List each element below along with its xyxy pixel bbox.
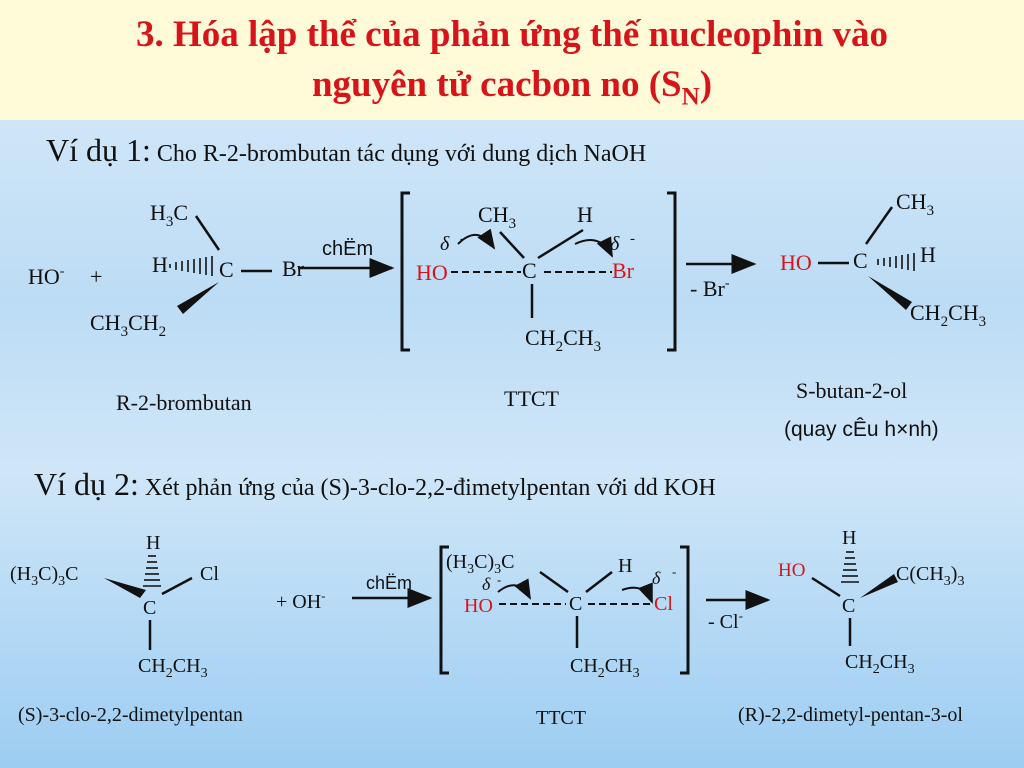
ex1-ts-br: Br — [612, 258, 635, 283]
ex1-h3c: H3C — [150, 200, 188, 230]
ex2-ts-carbon: C — [569, 593, 582, 615]
ex2-ts-minus-left: - — [497, 572, 501, 587]
ex1-prod-name: S-butan-2-ol — [796, 378, 907, 403]
ex2-prod-ethyl: CH2CH3 — [845, 651, 915, 677]
ex2-prod-name: (R)-2,2-dimetyl-pentan-3-ol — [738, 704, 963, 726]
ex2-arrow-label: chËm — [366, 573, 412, 593]
ex2-ts-name: TTCT — [536, 707, 586, 729]
ex1-prod-ch3: CH3 — [896, 189, 934, 219]
page-title-line2: nguyên tử cacbon no (SN) — [311, 64, 713, 111]
ex1-ts-ch3: CH3 — [478, 202, 516, 232]
ex1-prod-carbon: C — [853, 248, 868, 273]
ex1-carbon: C — [219, 257, 234, 282]
ex2-h: H — [146, 532, 160, 554]
ex2-product-arrow: - Cl- — [706, 590, 771, 633]
ex1-prod-note: (quay cÊu h×nh) — [784, 418, 939, 441]
ex1-ts-minus-right: - — [630, 231, 635, 247]
ex1-prod-h: H — [920, 242, 936, 267]
example2-label: Ví dụ 2: — [34, 466, 139, 502]
ex2-slow-arrow: chËm — [352, 573, 433, 608]
ex2-ts-ho: HO — [464, 595, 493, 617]
ex1-ethyl: CH3CH2 — [90, 310, 166, 340]
ex1-ts-delta-left: δ — [440, 233, 450, 255]
example2-text: Xét phản ứng của (S)-3-clo-2,2-đimetylpe… — [144, 475, 716, 501]
ex2-prod-hashed-bond — [841, 551, 859, 583]
ex2-ts-h: H — [618, 555, 632, 577]
ex1-plus: + — [90, 264, 102, 289]
ex2-ts-minus-right: - — [672, 564, 676, 579]
ex2-prod-ho: HO — [778, 560, 805, 581]
ex2-ts-top: (H3C)3C — [446, 551, 514, 577]
title-banner — [0, 0, 1024, 120]
ex2-left-group: (H3C)3C — [10, 563, 78, 589]
ex2-wedge-bond — [104, 578, 146, 598]
ex2-prod-wedge-bond — [860, 574, 898, 598]
ex2-prod-h: H — [842, 527, 856, 549]
example1-label: Ví dụ 1: — [46, 132, 151, 168]
ex2-leaving-group: - Cl- — [708, 608, 743, 633]
ex1-wedge-bond — [177, 282, 219, 314]
ex2-transition-state: (H3C)3C H δ - δ - HO C Cl CH2CH3 TTCT — [439, 545, 690, 729]
ex1-prod-ethyl: CH2CH3 — [910, 300, 986, 330]
example2-heading: Ví dụ 2: Xét phản ứng của (S)-3-clo-2,2-… — [34, 466, 716, 503]
ex1-hydroxide: HO- — [28, 264, 65, 289]
ex2-ts-cl: Cl — [654, 593, 673, 615]
ex1-bromine: Br — [282, 256, 305, 281]
ex1-slow-arrow: chËm — [298, 238, 395, 278]
ex2-prod-right-group: C(CH3)3 — [896, 563, 964, 589]
example1-text: Cho R-2-brombutan tác dụng với dung dịch… — [156, 141, 647, 167]
ex1-ts-h: H — [577, 202, 593, 227]
ex1-ts-ho: HO — [416, 260, 448, 285]
ex1-ts-ethyl: CH2CH3 — [525, 325, 601, 355]
ex2-cl: Cl — [200, 563, 219, 585]
ex2-ethyl: CH2CH3 — [138, 655, 208, 681]
ex1-product: CH3 HO C H CH2CH3 S-butan-2-ol (quay cÊu… — [780, 189, 986, 441]
ex1-prod-hashed-bond — [877, 253, 915, 271]
ex1-reactant-name: R-2-brombutan — [116, 390, 252, 415]
ex1-ts-carbon: C — [522, 258, 537, 283]
page-title-line1: 3. Hóa lập thể của phản ứng thế nucleoph… — [135, 14, 889, 55]
ex2-reactant-name: (S)-3-clo-2,2-dimetylpentan — [18, 704, 243, 726]
ex1-arrow-label: chËm — [322, 238, 373, 260]
ex1-product-arrow: - Br- — [686, 254, 757, 301]
ex2-carbon: C — [143, 597, 156, 619]
ex1-transition-state: CH3 H δ - δ - HO C Br CH2CH3 TTCT — [400, 191, 677, 411]
ex2-plus-oh: + OH- — [276, 588, 326, 613]
ex2-prod-carbon: C — [842, 595, 855, 617]
ex2-ts-ethyl: CH2CH3 — [570, 655, 640, 681]
ex1-prod-ho: HO — [780, 250, 812, 275]
ex2-ts-delta-left: δ — [482, 574, 491, 594]
ex1-leaving-group: - Br- — [690, 276, 730, 301]
ex2-reactant: H (H3C)3C Cl C CH2CH3 (S)-3-clo-2,2-dime… — [10, 532, 326, 726]
ex1-hashed-bond — [169, 256, 213, 276]
ex1-h: H — [152, 252, 168, 277]
ex2-product: H HO C(CH3)3 C CH2CH3 (R)-2,2-dimetyl-pe… — [738, 527, 964, 726]
ex1-prod-wedge-bond — [868, 276, 912, 310]
ex1-ts-name: TTCT — [504, 386, 560, 411]
ex2-ts-delta-right: δ — [652, 568, 661, 588]
ex1-ts-delta-right: δ — [610, 233, 620, 255]
ex1-reactant: HO- + H3C H C Br CH3CH2 R-2-brombutan — [28, 200, 305, 415]
ex2-hashed-bond — [143, 555, 161, 587]
example1-heading: Ví dụ 1: Cho R-2-brombutan tác dụng với … — [46, 132, 646, 169]
